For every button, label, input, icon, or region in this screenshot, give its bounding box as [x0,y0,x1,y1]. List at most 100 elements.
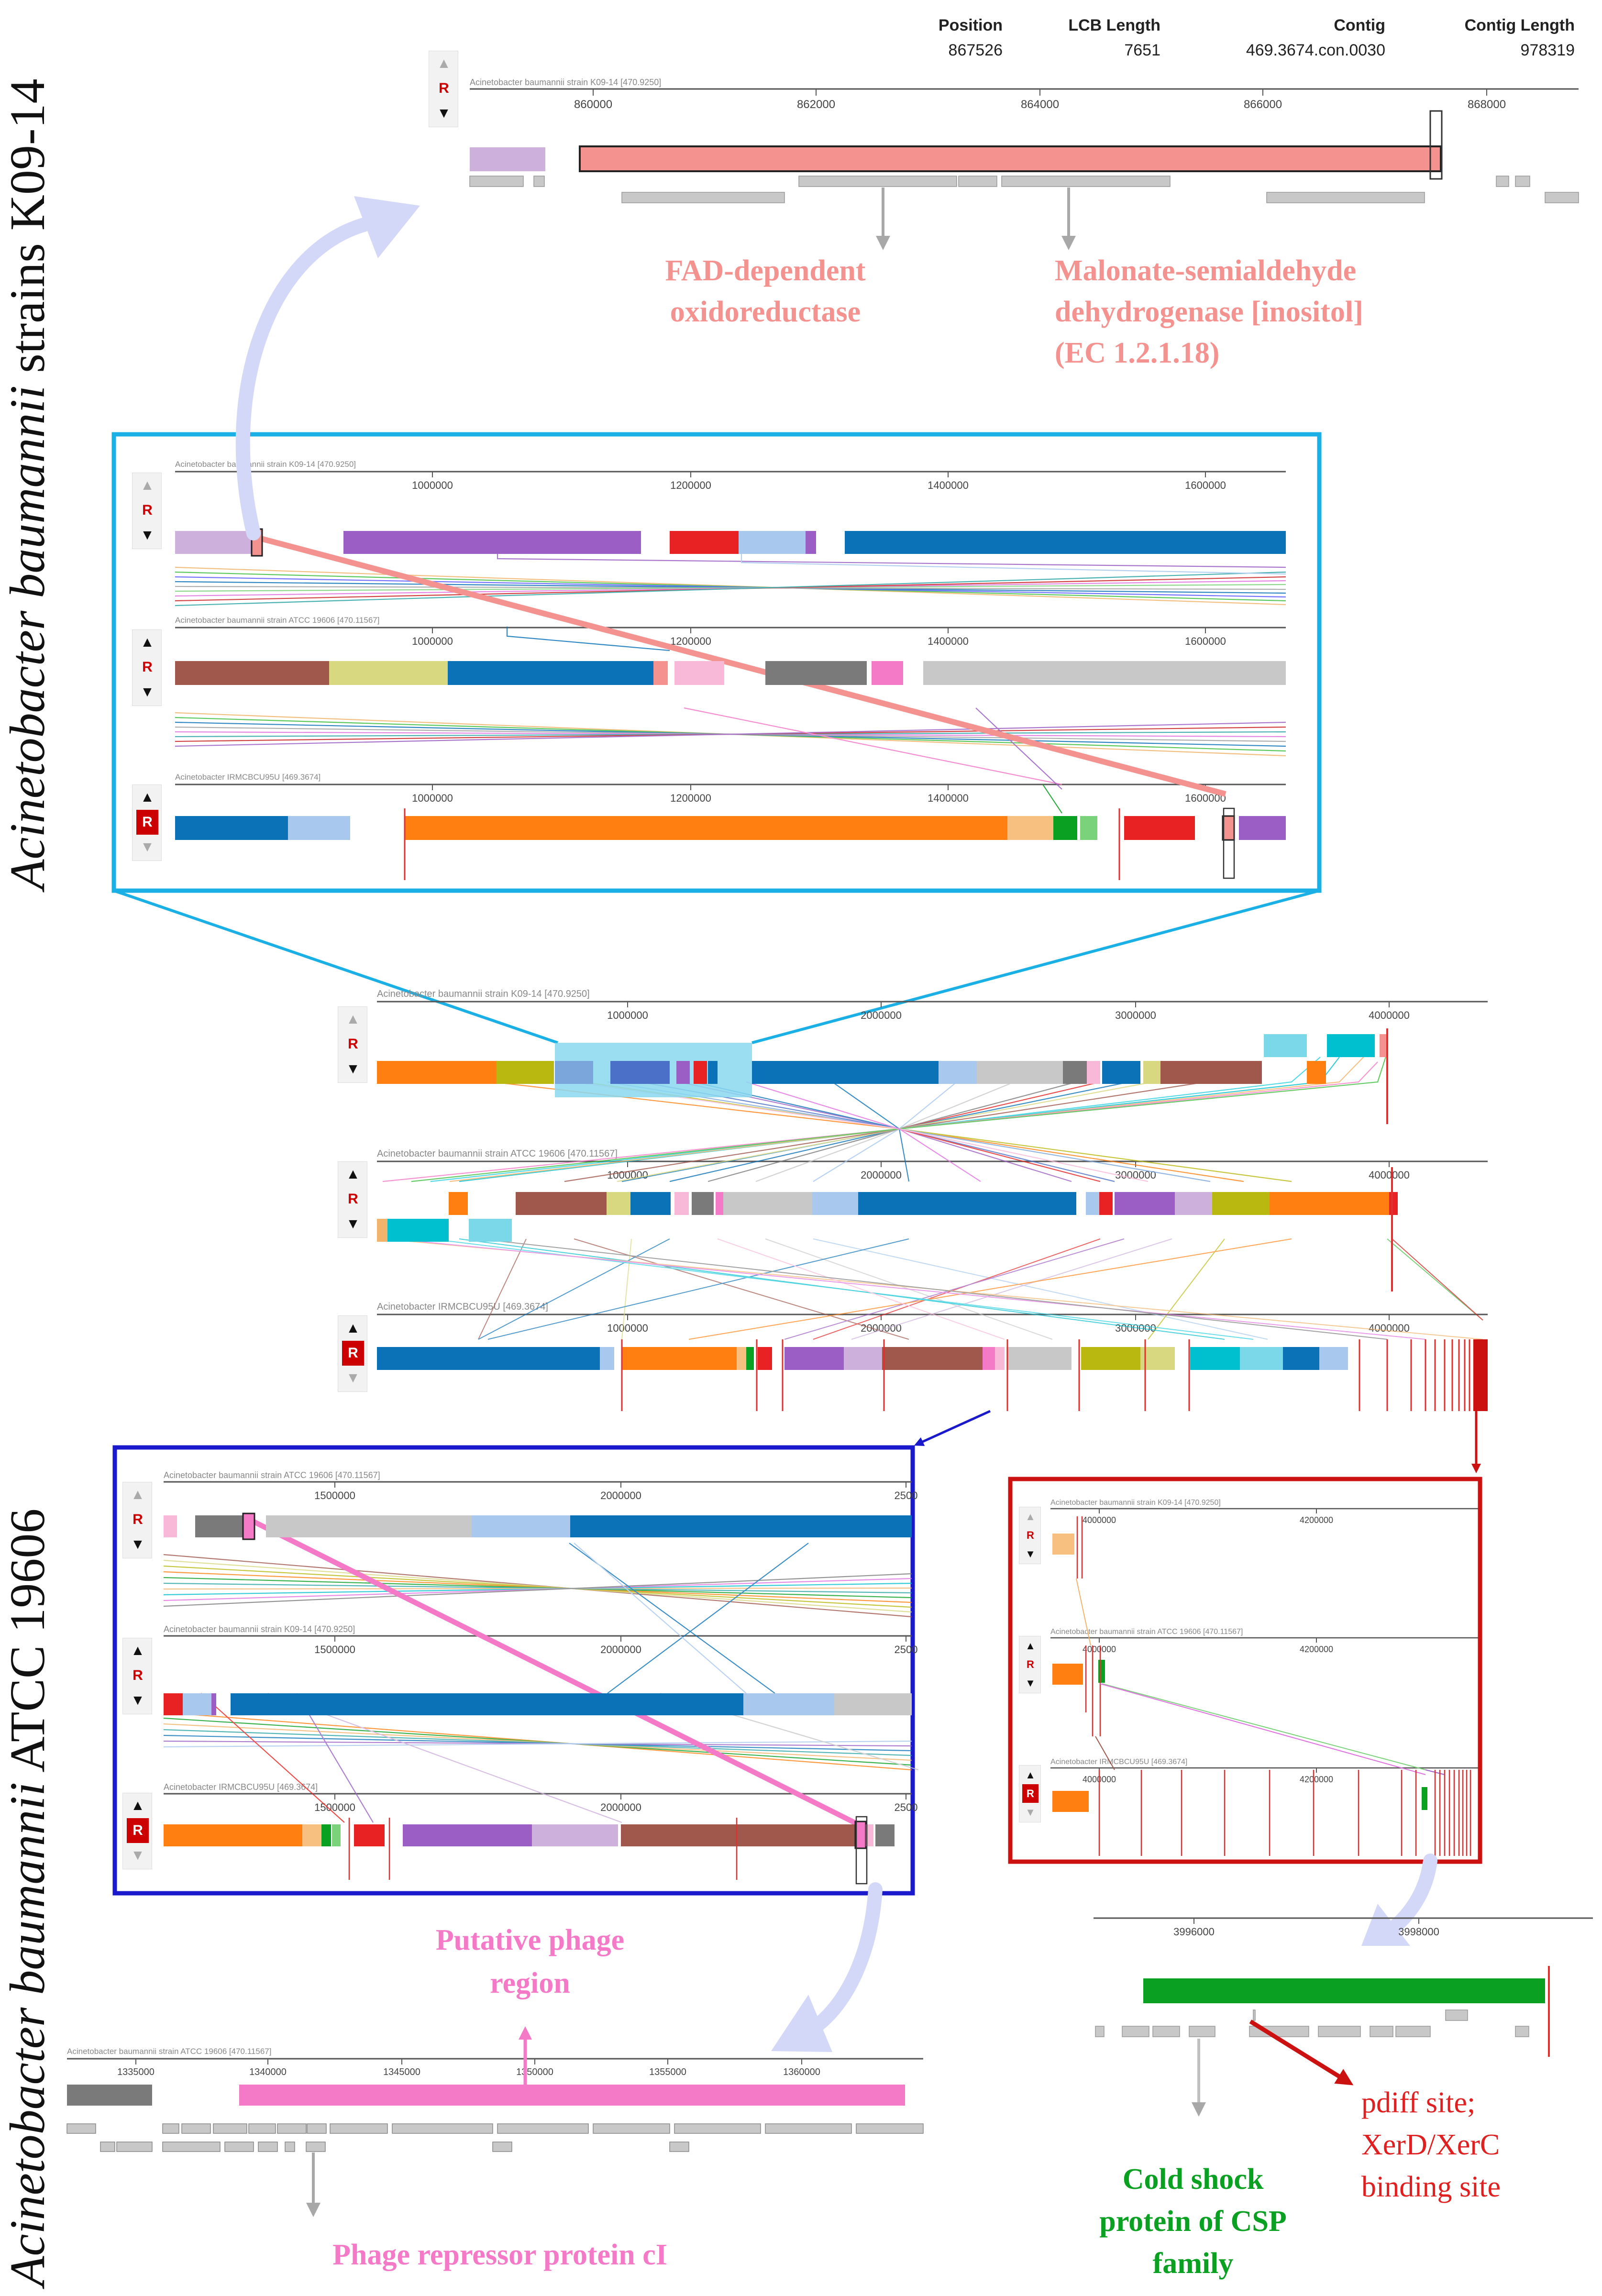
blue-irmc-blocks [164,1816,895,1885]
reverse-button[interactable]: R [133,1667,143,1683]
gene-features [66,2123,924,2152]
gene-feature [100,2141,115,2152]
move-down-button[interactable]: ▼ [140,684,155,700]
move-up-button[interactable]: ▲ [140,477,155,493]
move-up-button[interactable]: ▲ [346,1011,360,1027]
axis-tick-label: 1360000 [783,2067,820,2077]
axis-tick-label: 4000000 [1083,1645,1116,1654]
pdiff-annotation-2: XerD/XerC [1361,2129,1500,2161]
axis-tick-label: 3996000 [1173,1926,1215,1938]
genome-label: Acinetobacter baumannii strain ATCC 1960… [377,1148,618,1159]
move-down-button[interactable]: ▼ [140,839,155,855]
move-down-button[interactable]: ▼ [437,105,451,121]
move-down-button[interactable]: ▼ [1025,1806,1036,1818]
track-controls-blue-1: ▲ R ▼ [122,1482,152,1558]
axis-tick-label: 860000 [574,98,612,111]
move-up-button[interactable]: ▲ [131,1643,145,1658]
axis-tick-label: 4000000 [1369,1009,1410,1021]
track-controls-red-2: ▲ R ▼ [1019,1636,1041,1693]
malonate-annotation-1: Malonate-semialdehyde [1055,254,1356,287]
blue-panel-frame [112,1445,915,1896]
atcc-blocks [175,661,1286,685]
track-controls-blue-2: ▲ R ▼ [122,1638,152,1714]
axis-tick-label: 1400000 [928,635,969,647]
genome-label: Acinetobacter baumannii strain K09-14 [4… [377,989,590,999]
overview-atcc-blocks [377,1167,1398,1292]
gene-feature [392,2123,493,2134]
reverse-button[interactable]: R [1027,1529,1034,1541]
move-down-button[interactable]: ▼ [131,1536,145,1552]
reverse-button[interactable]: R [136,810,158,835]
k0914-blocks [175,528,1286,557]
move-down-button[interactable]: ▼ [1025,1677,1036,1689]
move-up-button[interactable]: ▲ [140,789,155,805]
overview-lines-1-2 [382,1052,1388,1182]
move-up-button[interactable]: ▲ [1025,1511,1036,1523]
axis-tick-label: 3998000 [1398,1926,1439,1938]
genome-label: Acinetobacter baumannii strain ATCC 1960… [175,616,379,625]
move-down-button[interactable]: ▼ [346,1216,360,1232]
gene-feature [116,2141,153,2152]
track-controls-blue-3: ▲ R ▼ [122,1793,152,1869]
reverse-button[interactable]: R [348,1036,358,1052]
move-down-button[interactable]: ▼ [131,1692,145,1708]
axis-tick-label: 1600000 [1185,479,1226,491]
track-controls-top: ▲ R ▼ [429,51,458,127]
bottom-zoom-track: Acinetobacter baumannii strain ATCC 1960… [66,2026,924,2217]
gene-feature [593,2123,670,2134]
gene-feature [492,2141,512,2152]
axis-tick-label: 1000000 [412,792,453,804]
axis-tick-label: 1600000 [1185,635,1226,647]
axis-tick-label: 1500000 [314,1644,355,1656]
reverse-button[interactable]: R [127,1818,149,1843]
blue-k0914-blocks [164,1693,912,1715]
red-panel: Acinetobacter baumannii strain K09-14 [4… [1050,1499,1478,1856]
pdiff-annotation-3: binding site [1361,2171,1501,2203]
move-up-button[interactable]: ▲ [1025,1640,1036,1652]
axis-tick-label: 2500 [895,1490,918,1501]
track-controls-cyan-1: ▲ R ▼ [132,473,162,549]
pdiff-annotation-1: pdiff site; [1361,2086,1475,2119]
reverse-button[interactable]: R [1027,1658,1034,1670]
axis-tick-label: 2000000 [861,1169,902,1181]
phage-region-annotation-2: region [490,1967,570,1999]
move-down-button[interactable]: ▼ [140,527,155,543]
move-up-button[interactable]: ▲ [131,1487,145,1502]
gene-feature [248,2123,276,2134]
axis-tick-label: 2000000 [861,1322,902,1334]
cold-shock-annotation-2: protein of CSP [1099,2205,1287,2238]
move-up-button[interactable]: ▲ [1025,1769,1036,1781]
axis-tick-label: 4200000 [1300,1515,1333,1525]
move-up-button[interactable]: ▲ [346,1166,360,1182]
move-down-button[interactable]: ▼ [1025,1548,1036,1560]
gene-feature [669,2141,689,2152]
move-up-button[interactable]: ▲ [346,1320,360,1336]
reverse-button[interactable]: R [133,1512,143,1527]
move-down-button[interactable]: ▼ [346,1370,360,1386]
overview-irmc-blocks [377,1339,1488,1411]
blue-alignment-lines [163,1543,919,1823]
move-up-button[interactable]: ▲ [140,634,155,650]
gene-feature [306,2141,326,2152]
track-controls-overview-3: ▲ R ▼ [338,1315,367,1392]
move-up-button[interactable]: ▲ [131,1798,145,1813]
reverse-button[interactable]: R [142,659,153,675]
reverse-button[interactable]: R [439,80,449,96]
move-down-button[interactable]: ▼ [131,1847,145,1863]
overview-panel: Acinetobacter baumannii strain K09-14 [4… [377,989,1488,1411]
axis-tick-label: 3000000 [1115,1009,1156,1021]
axis-tick-label: 4000000 [1369,1169,1410,1181]
reverse-button[interactable]: R [348,1191,358,1207]
reverse-button[interactable]: R [1022,1784,1039,1803]
move-up-button[interactable]: ▲ [437,55,451,71]
track-controls-cyan-3: ▲ R ▼ [132,784,162,861]
move-down-button[interactable]: ▼ [346,1061,360,1077]
reverse-button[interactable]: R [142,502,153,518]
red-ticks: 4000000420000040000004200000400000042000… [1083,1509,1333,1784]
reverse-button[interactable]: R [342,1341,364,1366]
header-contig-length-value: 978319 [1520,41,1575,59]
